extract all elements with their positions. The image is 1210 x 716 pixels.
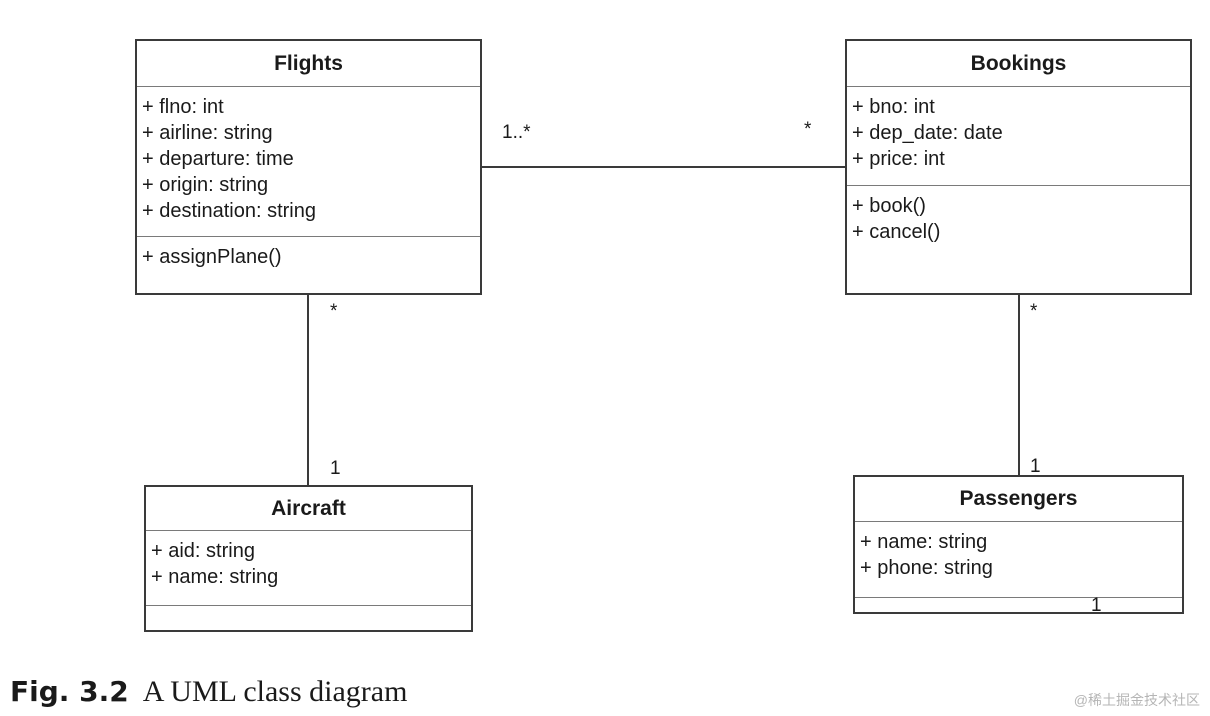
figure-number: Fig. 3.2: [10, 675, 129, 708]
class-passengers[interactable]: Passengers + name: string + phone: strin…: [853, 475, 1184, 614]
class-flights-name: Flights: [137, 41, 480, 87]
class-aircraft-name: Aircraft: [146, 487, 471, 531]
class-flights-attributes: + flno: int + airline: string + departur…: [137, 87, 480, 237]
multiplicity-flights-aircraft-aircraft-end: 1: [330, 458, 341, 479]
class-flights-methods: + assignPlane(): [137, 237, 480, 270]
figure-caption-text: A UML class diagram: [142, 675, 408, 708]
method: + assignPlane(): [142, 246, 282, 268]
class-aircraft-attributes: + aid: string + name: string: [146, 531, 471, 606]
method: + cancel(): [852, 221, 941, 243]
attribute: + flno: int: [142, 96, 224, 118]
attribute: + origin: string: [142, 174, 269, 196]
attribute: + name: string: [151, 566, 279, 588]
method: + book(): [852, 195, 926, 217]
attribute: + departure: time: [142, 148, 294, 170]
attribute: + dep_date: date: [852, 122, 1003, 144]
class-flights[interactable]: Flights + flno: int + airline: string + …: [135, 39, 482, 295]
attribute: + airline: string: [142, 122, 273, 144]
multiplicity-flights-aircraft-flights-end: *: [330, 301, 338, 322]
class-passengers-name: Passengers: [855, 477, 1182, 522]
multiplicity-bookings-passengers-bookings-end: *: [1030, 301, 1038, 322]
class-passengers-methods: [855, 598, 1182, 605]
multiplicity-passengers-extra: 1: [1091, 595, 1102, 616]
class-aircraft[interactable]: Aircraft + aid: string + name: string: [144, 485, 473, 632]
watermark: @稀土掘金技术社区: [1073, 692, 1200, 708]
multiplicity-flights-bookings-flights-end: 1..*: [502, 122, 531, 143]
attribute: + name: string: [860, 531, 988, 553]
multiplicity-flights-bookings-bookings-end: *: [804, 119, 812, 140]
class-aircraft-methods: [146, 606, 471, 613]
class-bookings-name: Bookings: [847, 41, 1190, 87]
attribute: + bno: int: [852, 96, 935, 118]
attribute: + price: int: [852, 148, 945, 170]
attribute: + phone: string: [860, 557, 993, 579]
class-bookings-methods: + book() + cancel(): [847, 186, 1190, 245]
class-bookings-attributes: + bno: int + dep_date: date + price: int: [847, 87, 1190, 186]
figure-caption: Fig. 3.2 A UML class diagram: [10, 674, 407, 710]
class-passengers-attributes: + name: string + phone: string: [855, 522, 1182, 598]
multiplicity-bookings-passengers-passengers-end: 1: [1030, 456, 1041, 477]
class-bookings[interactable]: Bookings + bno: int + dep_date: date + p…: [845, 39, 1192, 295]
attribute: + aid: string: [151, 540, 255, 562]
attribute: + destination: string: [142, 200, 316, 222]
